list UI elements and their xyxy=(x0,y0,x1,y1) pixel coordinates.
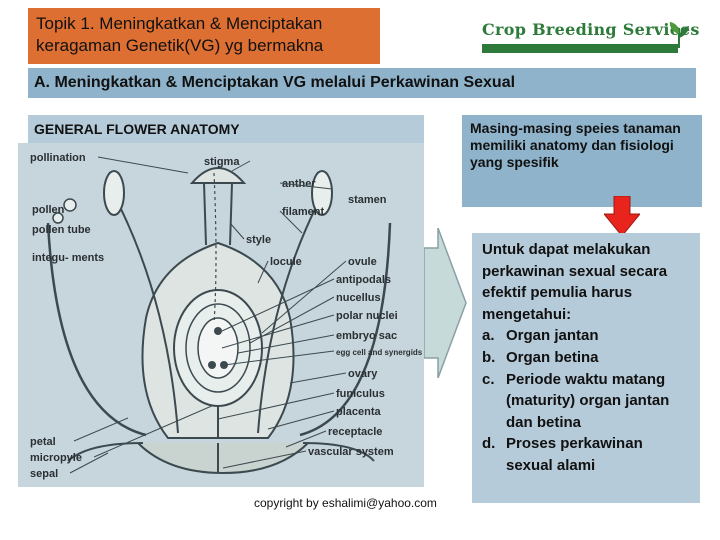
label-petal: petal xyxy=(30,436,56,448)
logo-name: Crop Breeding Services xyxy=(482,20,700,39)
leaf-sprout-icon xyxy=(669,22,689,49)
requirements-list: a. Organ jantan b. Organ betina c. Periode … xyxy=(482,325,692,476)
label-egg-cell: egg cell and synergids xyxy=(336,348,423,357)
label-integuments: integu- ments xyxy=(32,252,104,264)
down-arrow-icon xyxy=(604,196,640,236)
list-item: c. Periode waktu matang (maturity) organ … xyxy=(482,369,692,434)
list-text: Periode waktu matang (maturity) organ ja… xyxy=(506,370,670,431)
crop-breeding-logo: Crop Breeding Services xyxy=(470,16,699,62)
label-stigma: stigma xyxy=(204,156,240,168)
sepal-shape xyxy=(67,442,144,462)
logo-contact-bar xyxy=(482,44,678,53)
list-marker: a. xyxy=(482,327,495,345)
label-pollination: pollination xyxy=(30,152,86,164)
topic-title-line2: keragaman Genetik(VG) yg bermakna xyxy=(36,36,324,55)
petal-shape xyxy=(46,222,147,437)
species-info-box: Masing-masing speies tanaman memiliki an… xyxy=(462,115,702,207)
label-pollen: pollen xyxy=(32,204,65,216)
label-style: style xyxy=(246,234,271,246)
anther-shape xyxy=(103,170,125,216)
list-marker: d. xyxy=(482,435,496,453)
label-nucellus: nucellus xyxy=(336,292,381,304)
label-ovule: ovule xyxy=(348,256,377,268)
list-item: d. Proses perkawinan sexual alami xyxy=(482,433,692,476)
label-placenta: placenta xyxy=(336,406,382,418)
filament-shape xyxy=(117,202,179,434)
topic-title-line1: Topik 1. Meningkatkan & Menciptakan xyxy=(36,14,323,33)
requirements-intro: Untuk dapat melakukan perkawinan sexual … xyxy=(482,241,668,323)
style-shape xyxy=(203,182,233,246)
label-micropyle: micropyle xyxy=(30,452,82,464)
label-vascular-system: vascular system xyxy=(308,446,394,458)
right-arrow-icon xyxy=(424,228,467,378)
list-marker: c. xyxy=(482,370,495,388)
label-ovary: ovary xyxy=(348,368,378,380)
stigma-shape xyxy=(189,167,247,184)
section-subtitle: A. Meningkatkan & Menciptakan VG melalui… xyxy=(28,68,696,98)
list-marker: b. xyxy=(482,348,496,366)
flower-anatomy-diagram: pollination pollen pollen tube integu- m… xyxy=(18,143,424,487)
diagram-heading: GENERAL FLOWER ANATOMY xyxy=(28,115,424,143)
requirements-box: Untuk dapat melakukan perkawinan sexual … xyxy=(472,233,700,503)
flower-diagram-svg: pollination pollen pollen tube integu- m… xyxy=(30,152,423,480)
label-funiculus: funiculus xyxy=(336,388,385,400)
label-receptacle: receptacle xyxy=(328,426,382,438)
list-text: Organ betina xyxy=(506,348,599,366)
list-text: Organ jantan xyxy=(506,327,599,345)
copyright-text: copyright by eshalimi@yahoo.com xyxy=(254,496,437,510)
label-locule: locule xyxy=(270,256,302,268)
label-sepal: sepal xyxy=(30,468,58,480)
label-pollen-tube: pollen tube xyxy=(32,224,91,236)
label-filament: filament xyxy=(282,206,325,218)
list-text: Proses perkawinan sexual alami xyxy=(506,435,643,474)
list-item: a. Organ jantan xyxy=(482,325,692,347)
label-antipodals: antipodals xyxy=(336,274,391,286)
label-anther: anther xyxy=(282,178,316,190)
label-stamen: stamen xyxy=(348,194,387,206)
label-embryo-sac: embryo sac xyxy=(336,330,397,342)
label-polar-nuclei: polar nuclei xyxy=(336,310,398,322)
list-item: b. Organ betina xyxy=(482,347,692,369)
topic-title-box: Topik 1. Meningkatkan & Menciptakan kera… xyxy=(28,8,380,64)
